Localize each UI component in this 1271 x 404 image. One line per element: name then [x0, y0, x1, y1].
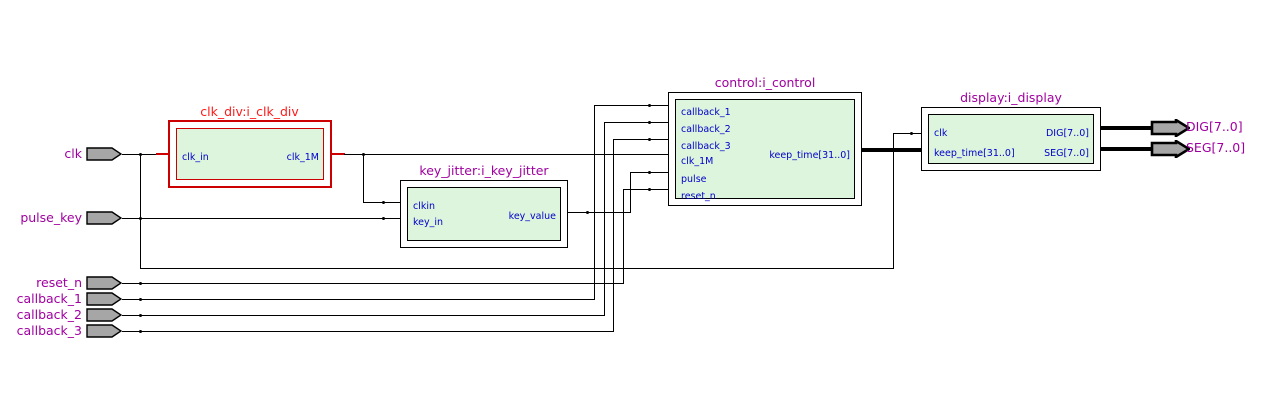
wire-clk-to-display-up [893, 133, 894, 269]
pin-display-dig[interactable]: DIG[7..0] [1045, 128, 1089, 139]
junction-cb1 [139, 298, 142, 301]
wire-resetn-to-pin [623, 189, 668, 190]
wire-clk-display-pin [893, 133, 921, 134]
input-port-pin-pulse-key[interactable] [86, 211, 122, 225]
wire-clkdiv-in-red [156, 153, 170, 155]
wire-clk-to-display-h [140, 268, 894, 269]
junction-clk-display [910, 132, 913, 135]
input-port-pin-callback-3[interactable] [86, 324, 122, 338]
block-display-body: clk keep_time[31..0] DIG[7..0] SEG[7..0] [928, 114, 1094, 164]
output-port-pin-seg[interactable] [1150, 140, 1190, 158]
block-control-body: callback_1 callback_2 callback_3 clk_1M … [675, 99, 855, 202]
pin-control-clk-1m[interactable]: clk_1M [681, 156, 714, 167]
junction-resetn [139, 282, 142, 285]
pin-key-jitter-key-value[interactable]: key_value [508, 211, 556, 222]
input-port-pin-callback-1[interactable] [86, 292, 122, 306]
wire-cb3-to-pin [613, 139, 668, 140]
junction-pulsekey-2 [382, 217, 385, 220]
pin-control-pulse[interactable]: pulse [681, 174, 707, 185]
block-clk-div-body: clk_in clk_1M [176, 128, 324, 180]
bus-seg-out [1100, 147, 1152, 151]
port-label-callback-1: callback_1 [16, 291, 82, 306]
wire-cb2-h [122, 315, 605, 316]
wire-clk1m-to-clkin [363, 202, 400, 203]
block-title-clk-div: clk_div:i_clk_div [200, 104, 299, 119]
wire-keyvalue-out [568, 212, 630, 213]
pin-key-jitter-clkin[interactable]: clkin [413, 201, 436, 212]
wire-keyvalue-v [630, 172, 631, 213]
wire-clk1m-main [344, 154, 668, 155]
wire-cb1-h [122, 299, 595, 300]
wire-pulsekey-to-keyjitter [122, 218, 400, 219]
junction-clk1m-clkin [382, 201, 385, 204]
junction-cb2 [139, 314, 142, 317]
block-title-display: display:i_display [960, 90, 1062, 105]
block-display[interactable]: clk keep_time[31..0] DIG[7..0] SEG[7..0] [921, 107, 1101, 171]
junction-cb3-pin [648, 138, 651, 141]
junction-cb2-pin [648, 121, 651, 124]
wire-cb3-v [613, 139, 614, 332]
pin-display-clk[interactable]: clk [934, 128, 948, 139]
wire-cb1-to-pin [594, 105, 668, 106]
pin-control-keep-time[interactable]: keep_time[31..0] [769, 150, 850, 161]
bus-keeptime [862, 148, 922, 152]
wire-cb2-to-pin [604, 122, 668, 123]
wire-clkdiv-out-red [331, 153, 345, 155]
block-title-key-jitter: key_jitter:i_key_jitter [419, 163, 549, 178]
junction-dig [1130, 126, 1133, 129]
input-port-pin-reset-n[interactable] [86, 276, 122, 290]
input-port-pin-clk[interactable] [86, 147, 122, 161]
pin-display-keep-time[interactable]: keep_time[31..0] [934, 148, 1015, 159]
block-key-jitter-body: clkin key_in key_value [407, 187, 561, 241]
output-port-pin-dig[interactable] [1150, 119, 1190, 137]
block-clk-div[interactable]: clk_in clk_1M [168, 120, 332, 188]
wire-cb3-h [122, 331, 614, 332]
port-label-seg: SEG[7..0] [1186, 140, 1246, 155]
junction-pulse-pin [648, 171, 651, 174]
wire-cb2-v [604, 122, 605, 316]
wire-resetn-h [122, 283, 624, 284]
block-title-control: control:i_control [714, 75, 816, 90]
pin-key-jitter-key-in[interactable]: key_in [413, 217, 444, 228]
wire-clk-branch-down [140, 154, 141, 269]
bus-dig-out [1100, 126, 1152, 130]
pin-clk-div-clk-in[interactable]: clk_in [182, 152, 209, 163]
pin-control-callback-3[interactable]: callback_3 [681, 141, 731, 152]
block-control[interactable]: callback_1 callback_2 callback_3 clk_1M … [668, 92, 862, 206]
junction-resetn-pin [648, 188, 651, 191]
port-label-callback-2: callback_2 [16, 307, 82, 322]
junction-seg [1130, 147, 1133, 150]
wire-resetn-v [623, 189, 624, 284]
junction-keyvalue [586, 211, 589, 214]
junction-cb1-pin [648, 104, 651, 107]
port-label-pulse-key: pulse_key [20, 210, 82, 225]
pin-clk-div-clk-1m[interactable]: clk_1M [286, 152, 319, 163]
pin-display-seg[interactable]: SEG[7..0] [1044, 148, 1089, 159]
pin-control-reset-n[interactable]: reset_n [681, 191, 716, 202]
wire-clk1m-branch-v [363, 154, 364, 203]
port-label-callback-3: callback_3 [16, 323, 82, 338]
port-label-dig: DIG[7..0] [1186, 119, 1243, 134]
junction-cb3 [139, 330, 142, 333]
junction-pulsekey [139, 217, 142, 220]
wire-cb1-v [594, 105, 595, 300]
junction-keeptime [884, 148, 887, 151]
wire-clk-to-clkdiv [122, 154, 170, 155]
pin-control-callback-2[interactable]: callback_2 [681, 124, 731, 135]
pin-control-callback-1[interactable]: callback_1 [681, 107, 731, 118]
port-label-reset-n: reset_n [36, 275, 82, 290]
block-key-jitter[interactable]: clkin key_in key_value [400, 180, 568, 248]
input-port-pin-callback-2[interactable] [86, 308, 122, 322]
port-label-clk: clk [64, 146, 82, 161]
